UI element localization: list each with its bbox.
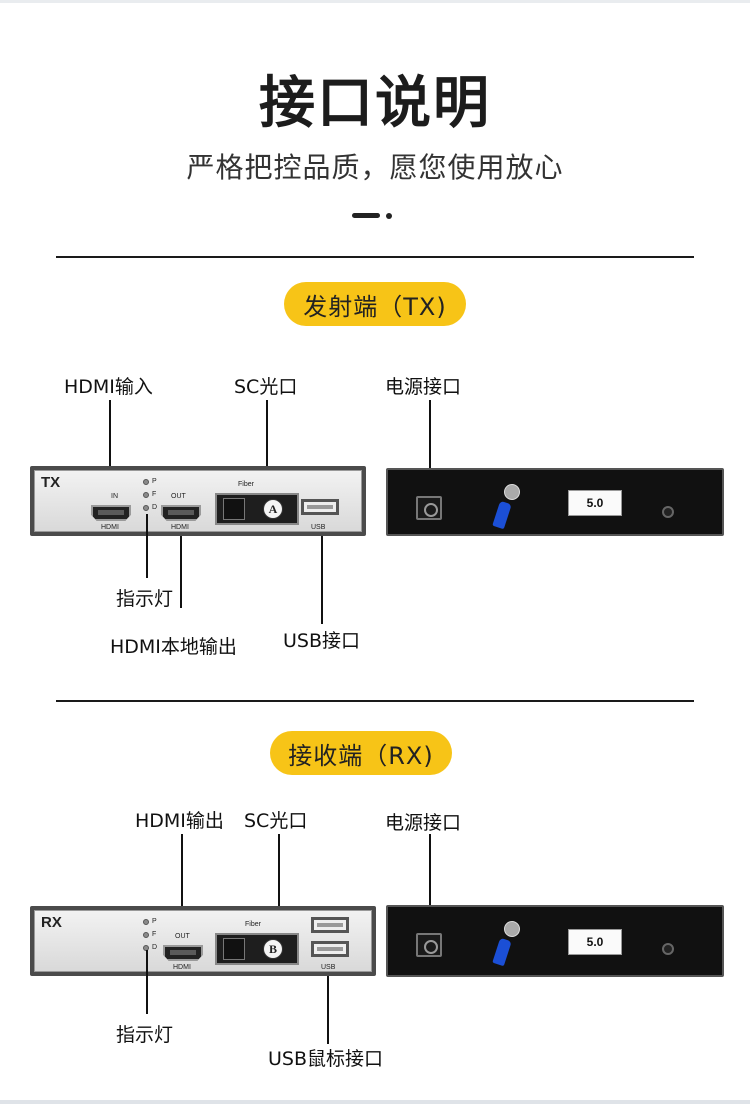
tx-in-label: IN xyxy=(111,493,118,500)
rx-back-panel: 5.0 xyxy=(386,905,724,977)
page-subtitle: 严格把控品质，愿您使用放心 xyxy=(186,151,564,184)
tx-front-panel: TX IN HDMI P F D OUT HDMI Fiber A USB xyxy=(30,466,366,536)
rx-label-indicator: 指示灯 xyxy=(116,1024,174,1046)
rx-hdmi-out-port xyxy=(163,945,203,961)
rx-leader-sc xyxy=(278,834,280,934)
tx-dc-power-jack xyxy=(416,496,442,520)
tx-panel-tag: TX xyxy=(41,474,61,491)
tx-hdmi-out-port xyxy=(161,505,201,521)
tx-fiber-letter: A xyxy=(263,499,283,519)
tx-ground-screw xyxy=(504,484,520,500)
tx-led-d-label: D xyxy=(152,504,158,511)
tx-leader-hdmi-out xyxy=(180,536,182,608)
rx-usb-label: USB xyxy=(321,964,336,971)
rx-label-power: 电源接口 xyxy=(385,812,462,834)
rx-fiber-socket xyxy=(223,938,245,960)
rx-ground-lug xyxy=(492,937,512,967)
tx-hdmi-label-2: HDMI xyxy=(171,524,189,531)
tx-leader-sc xyxy=(266,400,268,490)
rx-usb-port-top xyxy=(311,917,349,933)
rx-led-p-label: P xyxy=(152,918,157,925)
tx-out-label: OUT xyxy=(171,493,186,500)
rx-leader-power xyxy=(429,834,431,930)
rx-usb-port-bottom xyxy=(311,941,349,957)
divider-middle xyxy=(56,700,694,702)
rx-dc-power-jack xyxy=(416,933,442,957)
tx-fiber-label: Fiber xyxy=(238,481,254,488)
tx-led-p xyxy=(143,479,149,485)
tx-label-power: 电源接口 xyxy=(385,376,462,398)
rx-reset-knob xyxy=(662,943,674,955)
tx-label-sc-port: SC光口 xyxy=(234,376,298,398)
tx-label-usb: USB接口 xyxy=(283,630,361,652)
tx-leader-usb xyxy=(321,536,323,624)
tx-sc-fiber-port: A xyxy=(215,493,299,525)
rx-front-panel: RX P F D OUT HDMI Fiber B USB xyxy=(30,906,376,976)
rx-section-pill: 接收端（RX) xyxy=(270,731,452,775)
rx-leader-usb xyxy=(327,976,329,1044)
rx-hdmi-label: HDMI xyxy=(173,964,191,971)
rx-ground-screw xyxy=(504,921,520,937)
tx-leader-power xyxy=(429,400,431,490)
page-title: 接口说明 xyxy=(259,71,491,136)
rx-fiber-letter: B xyxy=(263,939,283,959)
tx-back-panel: 5.0 xyxy=(386,468,724,536)
tx-led-f xyxy=(143,492,149,498)
tx-led-d xyxy=(143,505,149,511)
divider-top xyxy=(56,256,694,258)
rx-label-usb-mouse: USB鼠标接口 xyxy=(268,1048,384,1070)
tx-label-hdmi-local-out: HDMI本地输出 xyxy=(110,636,237,658)
rx-label-hdmi-out: HDMI输出 xyxy=(135,810,224,832)
tx-section-pill: 发射端（TX) xyxy=(284,282,466,326)
bottom-border xyxy=(0,1100,750,1104)
tx-label-hdmi-in: HDMI输入 xyxy=(64,376,153,398)
tx-usb-port xyxy=(301,499,339,515)
tx-led-p-label: P xyxy=(152,478,157,485)
rx-fiber-label: Fiber xyxy=(245,921,261,928)
rx-voltage-label: 5.0 xyxy=(568,929,622,955)
rx-sc-fiber-port: B xyxy=(215,933,299,965)
top-border xyxy=(0,0,750,3)
tx-ground-lug xyxy=(492,500,512,530)
rx-leader-hdmi-out xyxy=(181,834,183,926)
tx-label-indicator: 指示灯 xyxy=(116,588,174,610)
tx-usb-label: USB xyxy=(311,524,326,531)
decor-dash xyxy=(352,213,380,218)
rx-leader-indicator xyxy=(146,950,148,1014)
tx-leader-hdmi-in xyxy=(109,400,111,492)
decor-dot xyxy=(386,213,392,219)
rx-led-p xyxy=(143,919,149,925)
rx-label-sc-port: SC光口 xyxy=(244,810,308,832)
rx-out-label: OUT xyxy=(175,933,190,940)
tx-fiber-socket xyxy=(223,498,245,520)
tx-hdmi-in-port xyxy=(91,505,131,521)
rx-led-d-label: D xyxy=(152,944,158,951)
tx-voltage-label: 5.0 xyxy=(568,490,622,516)
tx-leader-indicator xyxy=(146,514,148,578)
rx-led-f-label: F xyxy=(152,931,157,938)
tx-reset-knob xyxy=(662,506,674,518)
rx-panel-tag: RX xyxy=(41,914,62,931)
rx-led-f xyxy=(143,932,149,938)
tx-hdmi-label-1: HDMI xyxy=(101,524,119,531)
tx-led-f-label: F xyxy=(152,491,157,498)
